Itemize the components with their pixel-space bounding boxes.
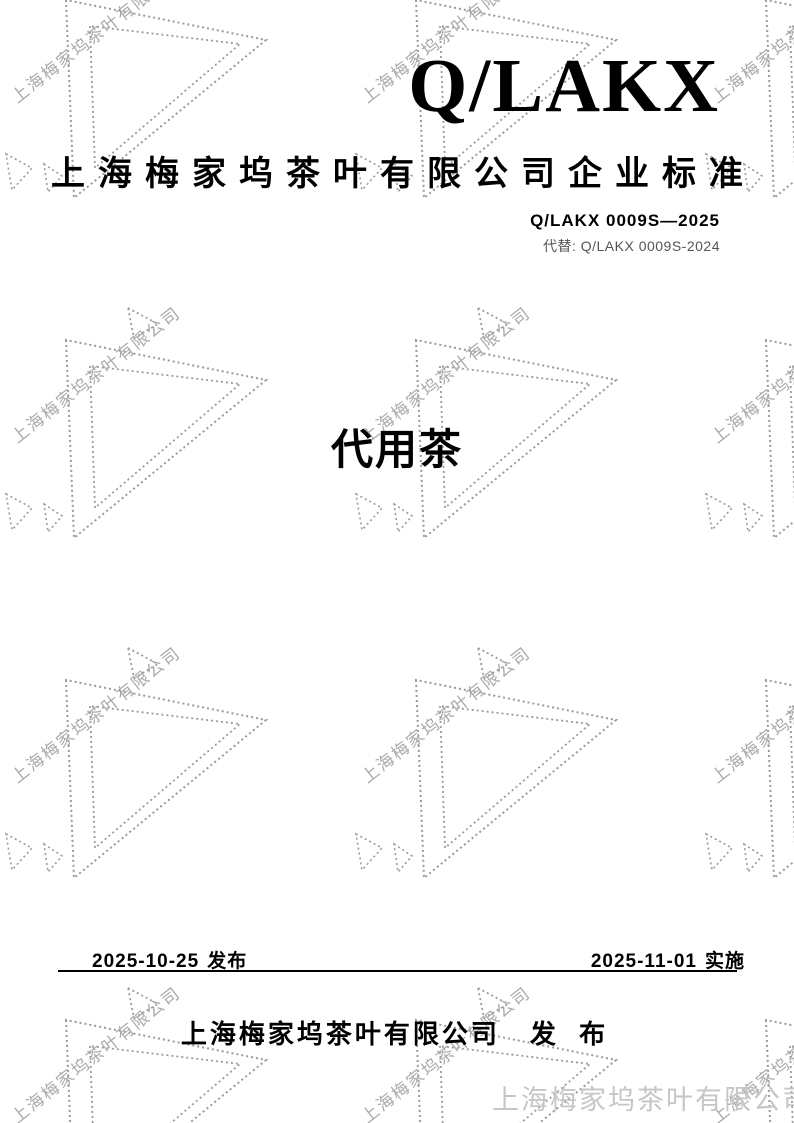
dates-row: 2025-10-25 发布 2025-11-01 实施 [58, 946, 745, 973]
replaces-note: 代替: Q/LAKX 0009S-2024 [542, 238, 720, 254]
standard-mark: Q/LAKX [408, 44, 720, 128]
publisher-action: 发 布 [529, 1019, 614, 1049]
implement-date-group: 2025-11-01 实施 [591, 946, 745, 973]
footer-rule [58, 970, 737, 972]
issue-date: 2025-10-25 [92, 951, 200, 972]
issue-date-group: 2025-10-25 发布 [92, 946, 247, 973]
standard-number: Q/LAKX 0009S—2025 [530, 211, 720, 230]
issue-label: 发布 [207, 951, 248, 972]
watermark-corner-text: 上海梅家坞茶叶有限公司 [492, 1085, 794, 1115]
document-title: 代用茶 [330, 426, 463, 473]
implement-label: 实施 [704, 951, 745, 972]
implement-date: 2025-11-01 [590, 951, 697, 972]
publisher-name: 上海梅家坞茶叶有限公司 [180, 1019, 500, 1049]
org-title: 上海梅家坞茶叶有限公司企业标准 [51, 155, 756, 193]
publisher-row: 上海梅家坞茶叶有限公司发 布 [0, 1014, 794, 1051]
